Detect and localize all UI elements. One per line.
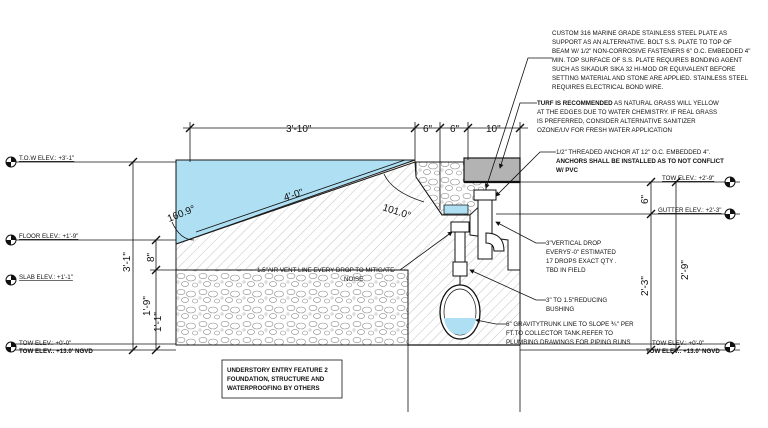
trunk-water — [444, 318, 476, 335]
elev-marker-left-top — [5, 156, 122, 168]
elev-tow-base-left: TOW ELEV.: +0'-0" — [19, 340, 71, 347]
note-steel-line-2: SUPPORT AS AN ALTERNATIVE. BOLT S.S. PLA… — [552, 39, 732, 46]
gravel-base — [175, 269, 409, 346]
understory-line-3: WATERPROOFING BY OTHERS — [227, 385, 320, 392]
elev-tow-top-right: TOW ELEV.: +2'-9" — [662, 175, 714, 182]
note-reducing-line-1: 3" TO 1.5"REDUCING — [546, 297, 607, 304]
elev-ngvd-right: TOW ELEV.: +13.0' NGVD — [646, 348, 720, 355]
note-steel-line-3: BEAM W/ 1/2" NON-CORROSIVE FASTENERS 6" … — [552, 48, 750, 55]
note-reducing: 3" TO 1.5"REDUCING BUSHING — [546, 297, 607, 313]
elev-marker-left-slab — [5, 274, 17, 286]
note-reducing-line-2: BUSHING — [546, 306, 574, 313]
dim-6-b: 6" — [450, 124, 460, 135]
note-gravity-line-3: PLUMBING DRAWINGS FOR PIPING RUNS — [506, 339, 631, 346]
note-steel-line-4: MIN. TOP SURFACE OF S.S. PLATE REQUIRES … — [552, 57, 742, 64]
top-dimensions — [183, 122, 528, 210]
note-turf-line-2: AT THE EDGES DUE TO WATER CHEMISTRY. IF … — [537, 109, 717, 116]
vertical-drop-pipe — [477, 194, 493, 260]
note-vent-line-2: NOISE — [344, 276, 363, 283]
note-turf-line-4: OZONE/UV FOR FRESH WATER APPLICATION — [537, 127, 672, 134]
svg-text:TURF IS RECOMMENDED AS NATURAL: TURF IS RECOMMENDED AS NATURAL GRASS WIL… — [537, 100, 719, 107]
note-gravity-line-2: FT.TO COLLECTOR TANK.REFER TO — [506, 330, 613, 337]
dim-6-a: 6" — [423, 124, 433, 135]
understory-line-1: UNDERSTORY ENTRY FEATURE 2 — [227, 367, 328, 374]
elev-ngvd-left: TOW ELEV.: +13.0' NGVD — [19, 348, 93, 355]
note-steel-line-5: SUCH AS SIKADUR SIKA 32 HI-MOD OR EQUIVA… — [552, 66, 735, 73]
elev-tow-top-left: T.O.W ELEV.: +3'-1" — [19, 155, 74, 162]
note-drop-line-1: 3"VERTICAL DROP — [546, 240, 601, 247]
note-anchor-line-1: 1/2" THREADED ANCHOR AT 12" O.C. EMBEDDE… — [556, 149, 711, 156]
note-anchor-line-3: W/ PVC — [556, 167, 579, 174]
elev-marker-right-top — [724, 176, 736, 188]
note-turf-bold: TURF IS RECOMMENDED — [537, 100, 613, 107]
note-vertical-drop: 3"VERTICAL DROP EVERY5'-0" ESTIMATED 17 … — [546, 240, 617, 274]
note-gravity-line-1: 6" GRAVITYTRUNK LINE TO SLOPE ⅗" PER — [506, 321, 634, 328]
dim-10: 10" — [486, 124, 501, 135]
gutter-water — [443, 204, 469, 215]
elev-slab-left: SLAB ELEV.: +1'-1" — [19, 274, 73, 281]
note-steel-line-1: CUSTOM 316 MARINE GRADE STAINLESS STEEL … — [552, 30, 727, 37]
note-drop-line-2: EVERY5'-0" ESTIMATED — [546, 249, 616, 256]
note-anchor: 1/2" THREADED ANCHOR AT 12" O.C. EMBEDDE… — [556, 149, 724, 174]
note-gravity: 6" GRAVITYTRUNK LINE TO SLOPE ⅗" PER FT.… — [506, 321, 634, 346]
note-steel-plate: CUSTOM 316 MARINE GRADE STAINLESS STEEL … — [552, 30, 750, 91]
understory-note-box — [221, 359, 343, 399]
left-dimensions — [122, 157, 176, 355]
drop-fitting-top — [473, 189, 497, 201]
elev-marker-left-floor — [5, 234, 150, 246]
reducing-bushing — [452, 261, 468, 277]
dim-left-8: 8" — [146, 252, 157, 262]
elev-marker-right-gutter — [724, 208, 736, 220]
dim-left-1-1: 1'-1" — [153, 312, 164, 332]
elev-floor-left: FLOOR ELEV.: +1'-9" — [19, 233, 78, 240]
dim-left-1-9: 1'-9" — [142, 296, 153, 316]
note-steel-line-6: SETTING MATERIAL AND STONE ARE APPLIED. … — [552, 75, 749, 82]
dim-right-2-3: 2'-3" — [640, 276, 651, 296]
elev-gutter-right: GUTTER ELEV.: +2'-3" — [658, 207, 722, 214]
note-turf-rest: AS NATURAL GRASS WILL YELLOW — [613, 100, 719, 107]
note-vent: 1.5"AIR VENT LINE EVERY DROP TO MITIGATE… — [257, 267, 394, 283]
dim-left-3-1: 3'-1" — [122, 252, 133, 272]
note-anchor-line-2: ANCHORS SHALL BE INSTALLED AS TO NOT CON… — [556, 158, 724, 165]
note-drop-line-3: 17 DROPS EXACT QTY . — [546, 258, 617, 265]
note-steel-line-7: REQUIRES ELECTRICAL BOND WIRE. — [552, 84, 663, 91]
dim-right-6: 6" — [640, 194, 651, 204]
understory-line-2: FOUNDATION, STRUCTURE AND — [227, 376, 325, 383]
elev-marker-left-base — [5, 341, 17, 353]
note-vent-line-1: 1.5"AIR VENT LINE EVERY DROP TO MITIGATE — [257, 267, 394, 274]
right-dimensions — [496, 177, 740, 355]
dim-3-10: 3'-10" — [286, 124, 312, 135]
note-drop-line-4: TBD IN FIELD — [546, 267, 586, 274]
note-turf: TURF IS RECOMMENDED AS NATURAL GRASS WIL… — [537, 100, 719, 134]
elbow-fitting — [485, 232, 505, 252]
elev-tow-base-right: TOW ELEV.: +0'-0" — [652, 340, 704, 347]
dim-right-2-9: 2'-9" — [680, 260, 691, 280]
elev-marker-right-base — [724, 341, 736, 353]
note-turf-line-3: IS PREFERRED, CONSIDER ALTERNATIVE SANIT… — [537, 118, 696, 125]
